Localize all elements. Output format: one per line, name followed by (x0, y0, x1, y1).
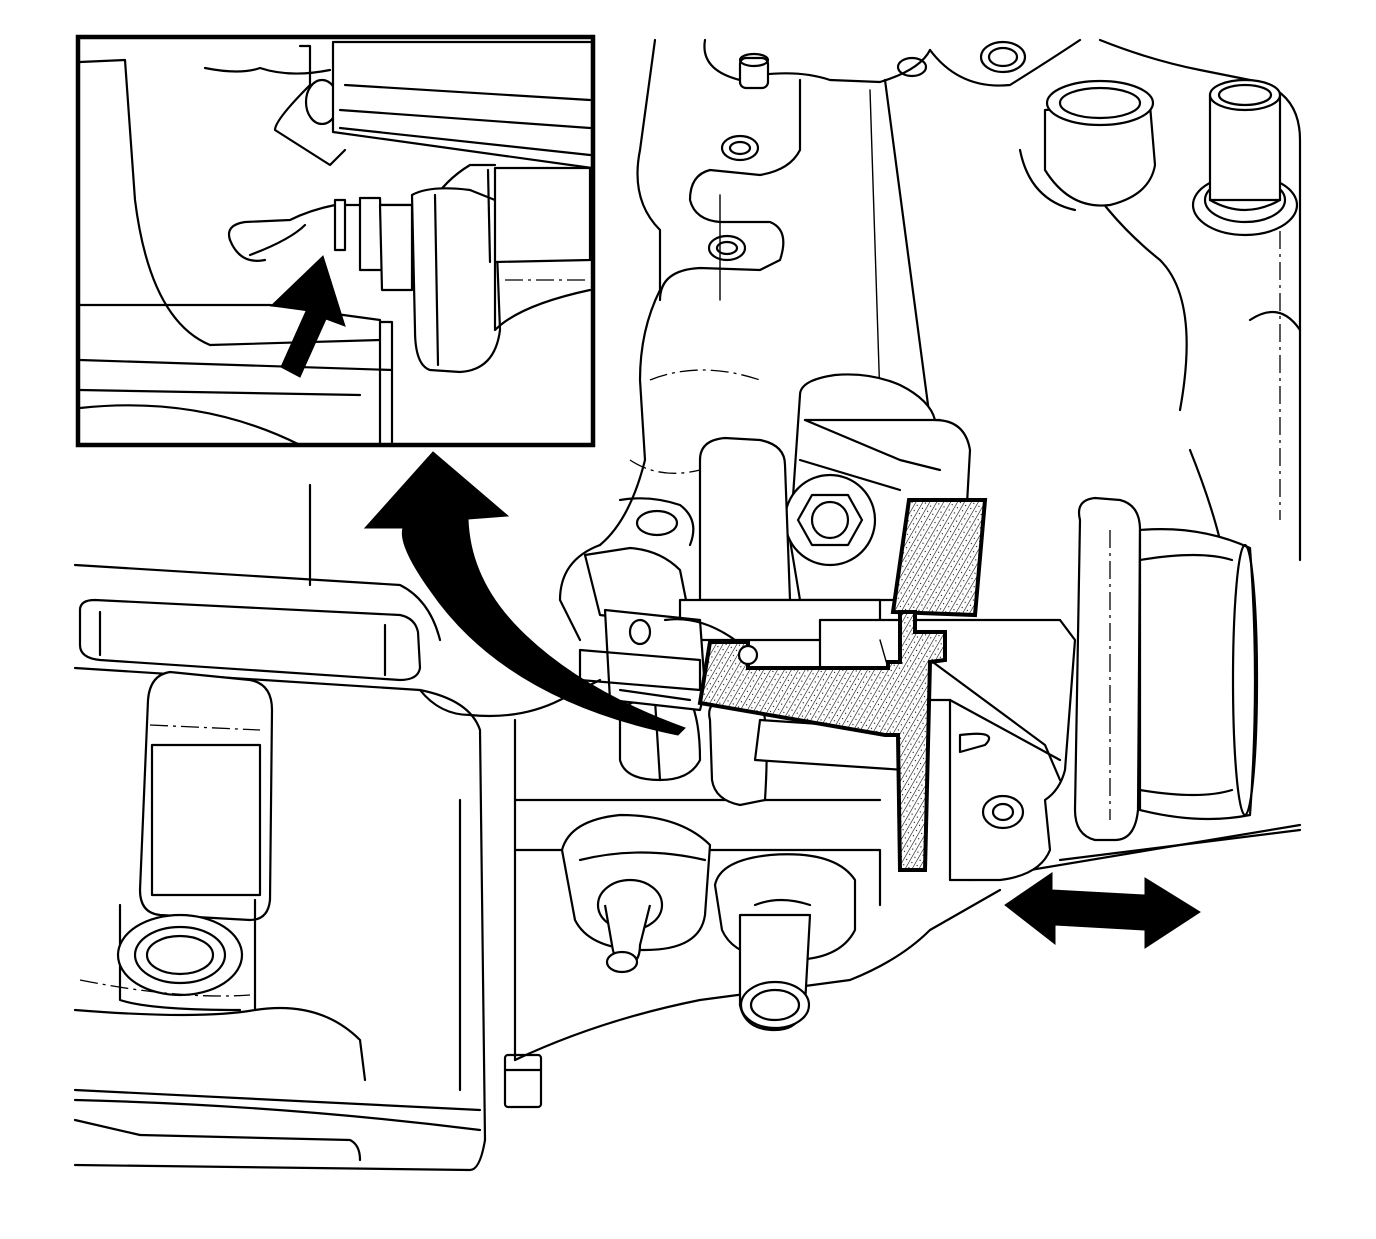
coolant-pipe-left (1018, 79, 1157, 212)
special-tool (697, 498, 988, 872)
detail-inset (75, 34, 596, 448)
lower-stud-right (713, 853, 857, 1032)
bracket-casting (418, 497, 1302, 1062)
inset-detail-view (78, 40, 594, 447)
callout-curved-arrow (363, 451, 686, 736)
left-housing (73, 483, 543, 1172)
engine-block (598, 38, 1302, 800)
round-housing (1073, 496, 1259, 842)
slide-direction-double-arrow (1004, 872, 1201, 949)
inset-pointer-arrow (269, 255, 346, 378)
hex-bolt (783, 473, 877, 567)
sensor-body (116, 670, 274, 1012)
coolant-pipe-right (1191, 78, 1299, 237)
inset-frame (75, 34, 596, 448)
sensor-bracket (578, 373, 1077, 882)
lower-stud-left (560, 813, 712, 974)
